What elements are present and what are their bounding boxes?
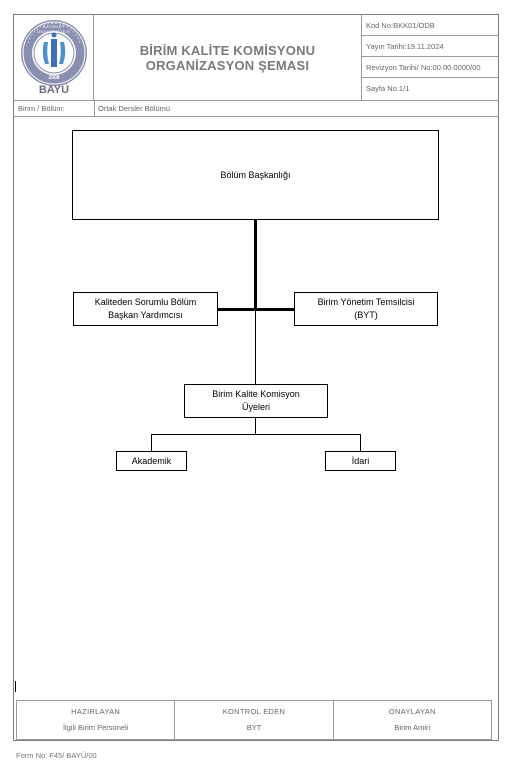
vice-head-label-2: Başkan Yardımcısı <box>108 310 183 320</box>
committee-box: Birim Kalite Komisyon Üyeleri <box>184 384 328 418</box>
logo-text: BAYÜ <box>38 84 70 96</box>
connector-side-branch <box>218 308 294 311</box>
logo-cell: 2008 BAYBURT ÜNİVERSİTESİ <box>14 15 94 100</box>
approved-name: Birim Amiri <box>394 723 431 732</box>
logo-ring-text: BAYBURT ÜNİVERSİTESİ <box>37 24 71 34</box>
byt-label-2: (BYT) <box>354 310 378 320</box>
prepared-heading: HAZIRLAYAN <box>71 707 121 716</box>
committee-label-1: Birim Kalite Komisyon <box>212 389 300 399</box>
header-divider <box>14 100 498 101</box>
academic-box: Akademik <box>116 451 187 471</box>
text-cursor <box>15 681 16 692</box>
connector-committee-down <box>255 417 256 434</box>
logo-year: 2008 <box>48 75 60 81</box>
vice-head-label-1: Kaliteden Sorumlu Bölüm <box>94 297 197 307</box>
connector-academic <box>151 434 152 451</box>
admin-box: İdari <box>325 451 396 471</box>
head-box: Bölüm Başkanlığı <box>72 130 439 220</box>
approved-column: ONAYLAYAN Birim Amiri <box>334 701 491 739</box>
unit-label: Birim / Bölüm: <box>18 104 65 113</box>
connector-bottom-branch <box>151 434 361 435</box>
document-title: BİRİM KALİTE KOMİSYONU ORGANİZASYON ŞEMA… <box>94 15 362 100</box>
title-line-2: ORGANİZASYON ŞEMASI <box>145 57 310 73</box>
connector-admin <box>360 434 361 451</box>
prepared-column: HAZIRLAYAN İlgili Birim Personeli <box>17 701 176 739</box>
admin-label: İdari <box>351 455 370 466</box>
publish-date: Yayın Tarihi:19.11.2024 <box>362 36 498 57</box>
checked-heading: KONTROL EDEN <box>222 707 286 716</box>
academic-label: Akademik <box>131 455 172 466</box>
prepared-name: İlgili Birim Personeli <box>62 723 129 732</box>
revision-info: Revizyon Tarihi/ No:00.00.0000/00 <box>362 57 498 78</box>
head-label: Bölüm Başkanlığı <box>220 169 291 180</box>
code-number: Kod No:BKK01/ODB <box>362 15 498 36</box>
page-frame <box>13 14 499 741</box>
checked-column: KONTROL EDEN BYT <box>175 701 334 739</box>
signature-table: HAZIRLAYAN İlgili Birim Personeli KONTRO… <box>16 700 492 740</box>
byt-label-1: Birim Yönetim Temsilcisi <box>317 297 415 307</box>
title-line-1: BİRİM KALİTE KOMİSYONU <box>139 42 316 58</box>
byt-box: Birim Yönetim Temsilcisi (BYT) <box>294 292 438 326</box>
page-number: Sayfa No:1/1 <box>366 84 410 93</box>
unit-row: Birim / Bölüm: Ortak Dersler Bölümü <box>14 101 498 117</box>
committee-label-2: Üyeleri <box>241 402 270 412</box>
approved-heading: ONAYLAYAN <box>388 707 436 716</box>
connector-head-main <box>254 220 257 310</box>
unit-value: Ortak Dersler Bölümü <box>98 104 171 113</box>
form-number: Form No: F45/ BAYÜ/00 <box>16 751 97 760</box>
connector-to-committee <box>255 310 256 384</box>
unit-separator <box>94 101 95 117</box>
checked-name: BYT <box>246 723 262 732</box>
university-seal-icon <box>21 20 87 86</box>
vice-head-box: Kaliteden Sorumlu Bölüm Başkan Yardımcıs… <box>73 292 218 326</box>
